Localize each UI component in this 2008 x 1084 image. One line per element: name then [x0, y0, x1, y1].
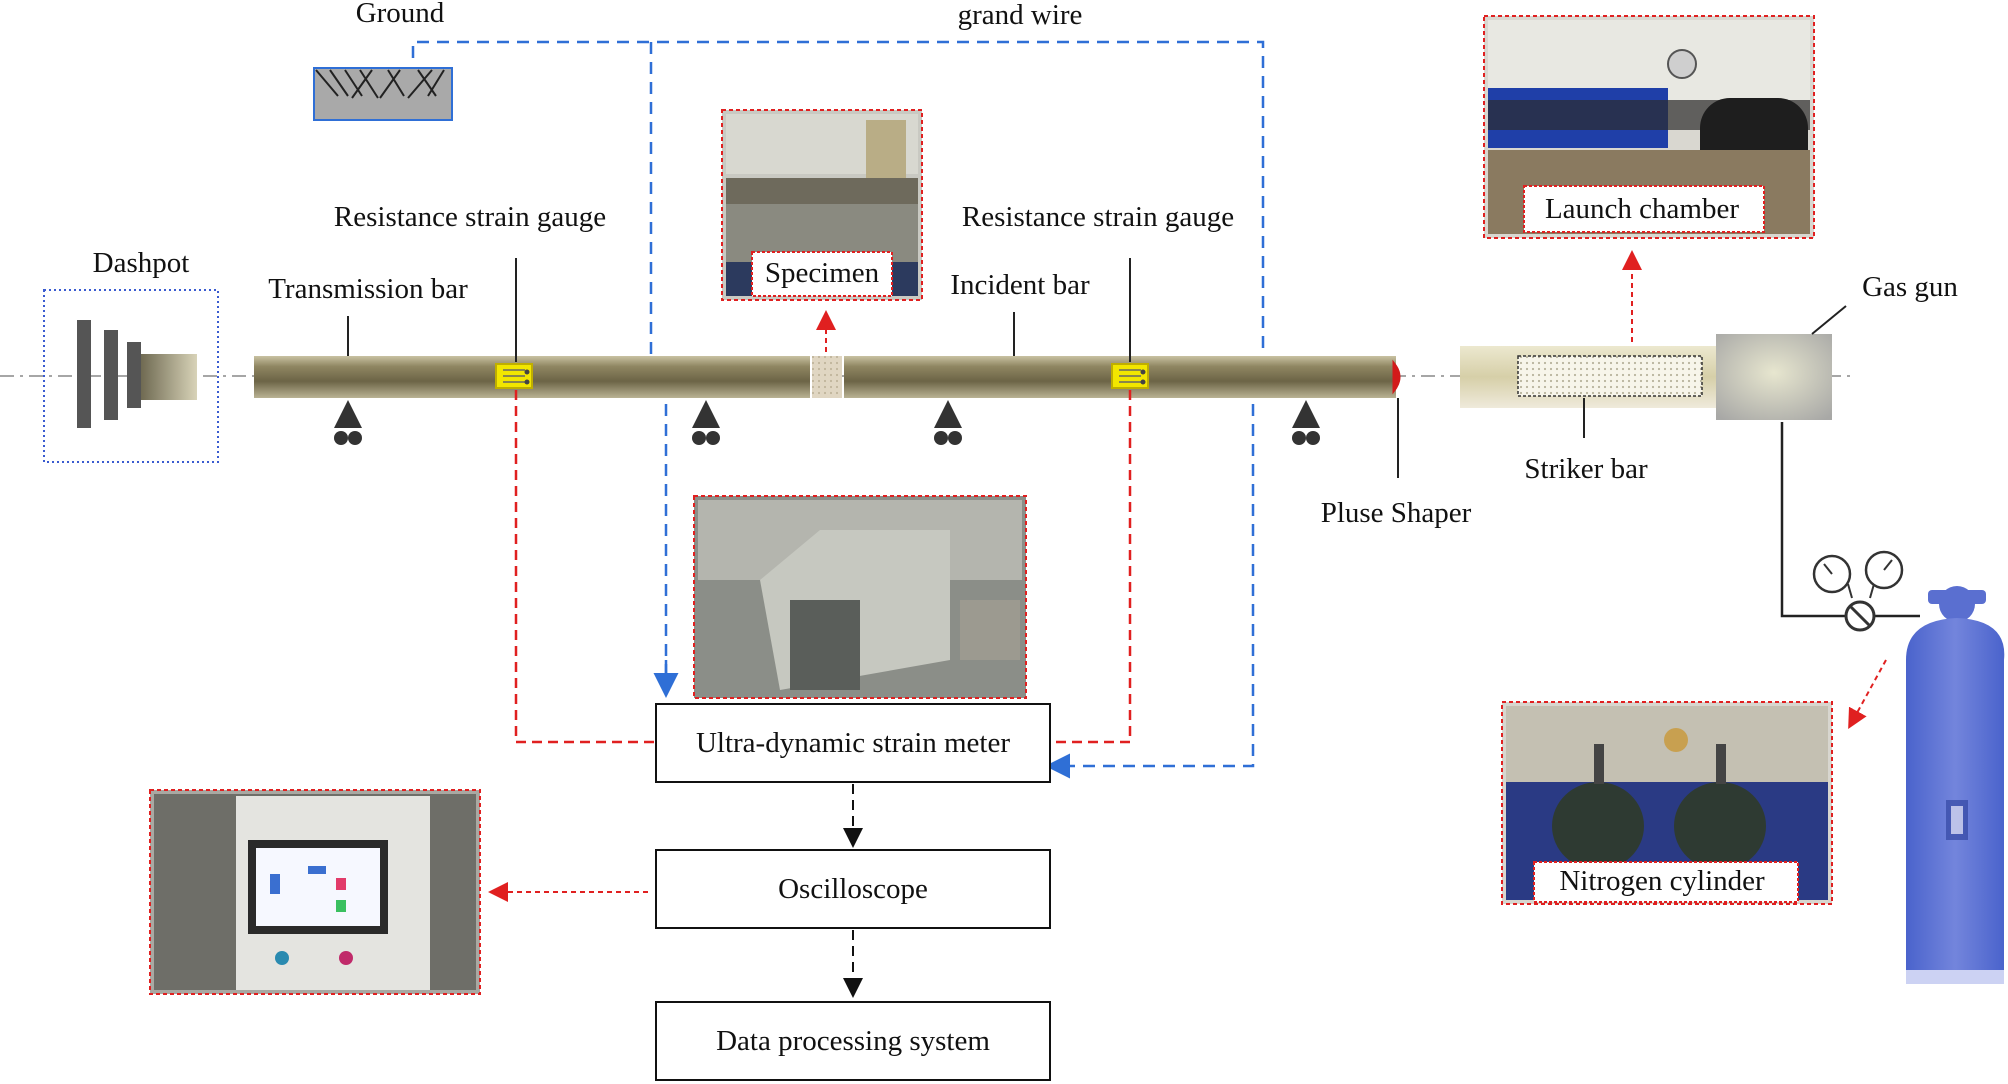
striker-bar-label: Striker bar [1524, 453, 1648, 485]
pulse-shaper [1392, 359, 1401, 395]
pressure-gauge-icon [1812, 550, 1904, 599]
grand-wire-label: grand wire [958, 0, 1083, 31]
strain-meter-box [655, 703, 1051, 783]
strain-gauge-left [495, 363, 533, 389]
launch-chamber-label: Launch chamber [1545, 193, 1739, 225]
strain-meter-label: Ultra-dynamic strain meter [696, 727, 1010, 759]
signal-wires [514, 390, 1132, 744]
oscilloscope-label: Oscilloscope [778, 873, 928, 905]
support-2 [692, 400, 720, 445]
dashpot [43, 289, 219, 463]
gas-gun [1716, 334, 1832, 420]
strain-meter-photo [693, 495, 1027, 699]
nitrogen-cylinder-shape [1906, 586, 2005, 984]
gas-line [1780, 422, 1920, 618]
ground-wire [411, 40, 1265, 779]
launch-chamber-photo [1483, 15, 1815, 239]
ground-block [313, 67, 453, 121]
pulse-shaper-label: Pluse Shaper [1321, 497, 1472, 529]
support-3 [934, 400, 962, 445]
striker-bar [1517, 355, 1703, 397]
data-processing-box [655, 1001, 1051, 1081]
ground-label: Ground [356, 0, 445, 29]
specimen-photo [721, 109, 923, 301]
data-processing-label: Data processing system [716, 1025, 990, 1057]
arrow-nitrogen-photo [1848, 659, 1887, 730]
support-1 [334, 400, 362, 445]
strain-gauge-left-label: Resistance strain gauge [334, 201, 606, 233]
dashpot-label: Dashpot [93, 247, 190, 279]
nitrogen-cylinder-label: Nitrogen cylinder [1559, 865, 1765, 897]
valve-icon [1844, 600, 1876, 632]
support-4 [1292, 400, 1320, 445]
oscilloscope-photo [149, 789, 481, 995]
strain-gauge-right [1111, 363, 1149, 389]
specimen-label: Specimen [765, 257, 880, 289]
transmission-bar-label: Transmission bar [268, 273, 468, 305]
oscilloscope-box [655, 849, 1051, 929]
nitrogen-cylinder-photo [1501, 701, 1833, 905]
gas-gun-label: Gas gun [1862, 271, 1958, 303]
incident-bar-label: Incident bar [950, 269, 1090, 301]
strain-gauge-right-label: Resistance strain gauge [962, 201, 1234, 233]
